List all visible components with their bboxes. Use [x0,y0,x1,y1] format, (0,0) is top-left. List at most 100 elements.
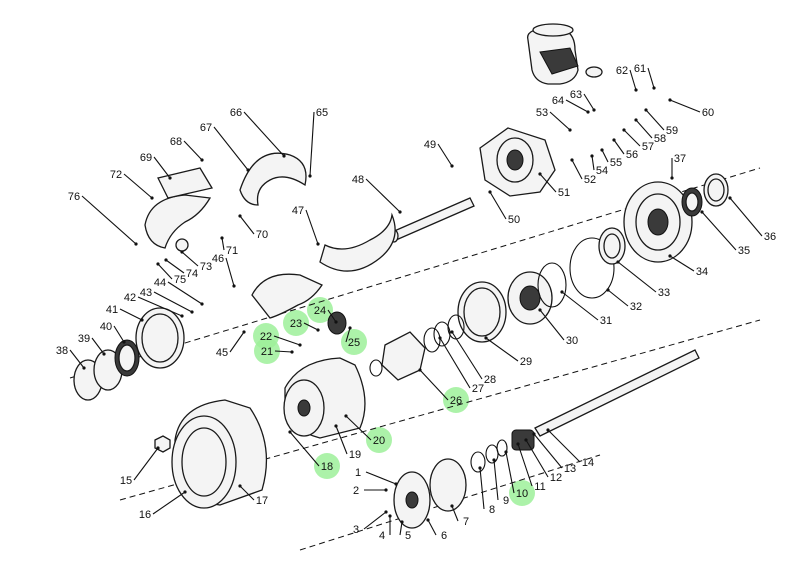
callout-label-44[interactable]: 44 [154,277,166,289]
callout-label-41[interactable]: 41 [106,304,118,316]
callout-label-22[interactable]: 22 [260,331,272,343]
callout-label-68[interactable]: 68 [170,136,182,148]
callout-label-57[interactable]: 57 [642,141,654,153]
callout-label-42[interactable]: 42 [124,292,136,304]
callout-label-21[interactable]: 21 [261,346,273,358]
callout-label-30[interactable]: 30 [566,335,578,347]
callout-label-13[interactable]: 13 [564,463,576,475]
callout-label-36[interactable]: 36 [764,231,776,243]
callout-label-17[interactable]: 17 [256,495,268,507]
callout-label-1[interactable]: 1 [355,467,361,479]
highlight-marker-10 [509,480,535,506]
callout-label-61[interactable]: 61 [634,63,646,75]
callout-label-55[interactable]: 55 [610,157,622,169]
callout-label-26[interactable]: 26 [450,395,462,407]
leader-line-14 [547,429,581,463]
callout-label-3[interactable]: 3 [353,524,359,536]
leader-line-25 [345,327,351,343]
callout-label-51[interactable]: 51 [558,187,570,199]
callout-label-49[interactable]: 49 [424,139,436,151]
leader-line-53 [549,111,571,131]
callout-label-64[interactable]: 64 [552,95,564,107]
callout-label-62[interactable]: 62 [616,65,628,77]
callout-label-50[interactable]: 50 [508,214,520,226]
callout-label-29[interactable]: 29 [520,356,532,368]
callout-label-69[interactable]: 69 [140,152,152,164]
callout-label-18[interactable]: 18 [321,461,333,473]
callout-label-65[interactable]: 65 [316,107,328,119]
rings-38-40 [73,339,140,401]
leader-dot-22 [298,343,302,347]
leader-line-52 [571,159,583,180]
leader-line-62 [629,69,637,91]
leader-line-38 [69,349,85,369]
callout-label-4[interactable]: 4 [379,530,385,542]
callout-label-45[interactable]: 45 [216,347,228,359]
leader-line-70 [239,215,255,235]
leader-dot-33 [616,260,620,264]
callout-label-23[interactable]: 23 [290,318,302,330]
callout-label-7[interactable]: 7 [463,516,469,528]
callout-label-47[interactable]: 47 [292,205,304,217]
callout-label-14[interactable]: 14 [582,457,594,469]
leader-dot-20 [344,414,348,418]
callout-label-6[interactable]: 6 [441,530,447,542]
callout-label-8[interactable]: 8 [489,504,495,516]
callout-label-27[interactable]: 27 [472,383,484,395]
leader-dot-18 [288,430,292,434]
brake-shoe [144,167,214,252]
callout-label-12[interactable]: 12 [550,472,562,484]
callout-label-24[interactable]: 24 [314,305,326,317]
leader-line-1 [365,471,397,485]
callout-label-75[interactable]: 75 [174,274,186,286]
callout-label-10[interactable]: 10 [516,488,528,500]
rings-27-28 [423,314,465,353]
callout-label-33[interactable]: 33 [658,287,670,299]
leader-line-22 [273,335,301,346]
leader-line-68 [183,140,203,161]
leader-dot-51 [538,172,542,176]
callout-label-37[interactable]: 37 [674,153,686,165]
callout-label-52[interactable]: 52 [584,174,596,186]
callout-label-63[interactable]: 63 [570,89,582,101]
callout-label-46[interactable]: 46 [212,253,224,265]
callout-label-15[interactable]: 15 [120,475,132,487]
callout-label-56[interactable]: 56 [626,149,638,161]
callout-label-59[interactable]: 59 [666,125,678,137]
callout-label-16[interactable]: 16 [139,509,151,521]
leader-dot-67 [246,168,250,172]
callout-label-11[interactable]: 11 [534,481,545,493]
callout-label-73[interactable]: 73 [200,261,212,273]
callout-label-32[interactable]: 32 [630,301,642,313]
callout-label-71[interactable]: 71 [226,245,238,257]
callout-label-35[interactable]: 35 [738,245,750,257]
leader-dot-12 [524,438,528,442]
leader-dot-68 [200,158,204,162]
callout-label-74[interactable]: 74 [186,268,198,280]
callout-label-58[interactable]: 58 [654,133,666,145]
callout-label-43[interactable]: 43 [140,287,152,299]
callout-label-28[interactable]: 28 [484,374,496,386]
callout-label-72[interactable]: 72 [110,169,122,181]
callout-label-34[interactable]: 34 [696,266,708,278]
callout-label-19[interactable]: 19 [349,449,361,461]
callout-label-53[interactable]: 53 [536,107,548,119]
shaft-48 [389,197,475,243]
callout-label-66[interactable]: 66 [230,107,242,119]
callout-label-40[interactable]: 40 [100,321,112,333]
callout-label-2[interactable]: 2 [353,485,359,497]
callout-label-38[interactable]: 38 [56,345,68,357]
callout-label-67[interactable]: 67 [200,122,212,134]
callout-label-70[interactable]: 70 [256,229,268,241]
callout-label-5[interactable]: 5 [405,530,411,542]
seal-ring-41 [135,307,185,369]
callout-label-25[interactable]: 25 [348,337,360,349]
callout-label-9[interactable]: 9 [503,495,509,507]
callout-label-54[interactable]: 54 [596,165,608,177]
callout-label-39[interactable]: 39 [78,333,90,345]
callout-label-31[interactable]: 31 [600,315,612,327]
callout-label-20[interactable]: 20 [373,435,385,447]
callout-label-48[interactable]: 48 [352,174,364,186]
callout-label-60[interactable]: 60 [702,107,714,119]
callout-label-76[interactable]: 76 [68,191,80,203]
